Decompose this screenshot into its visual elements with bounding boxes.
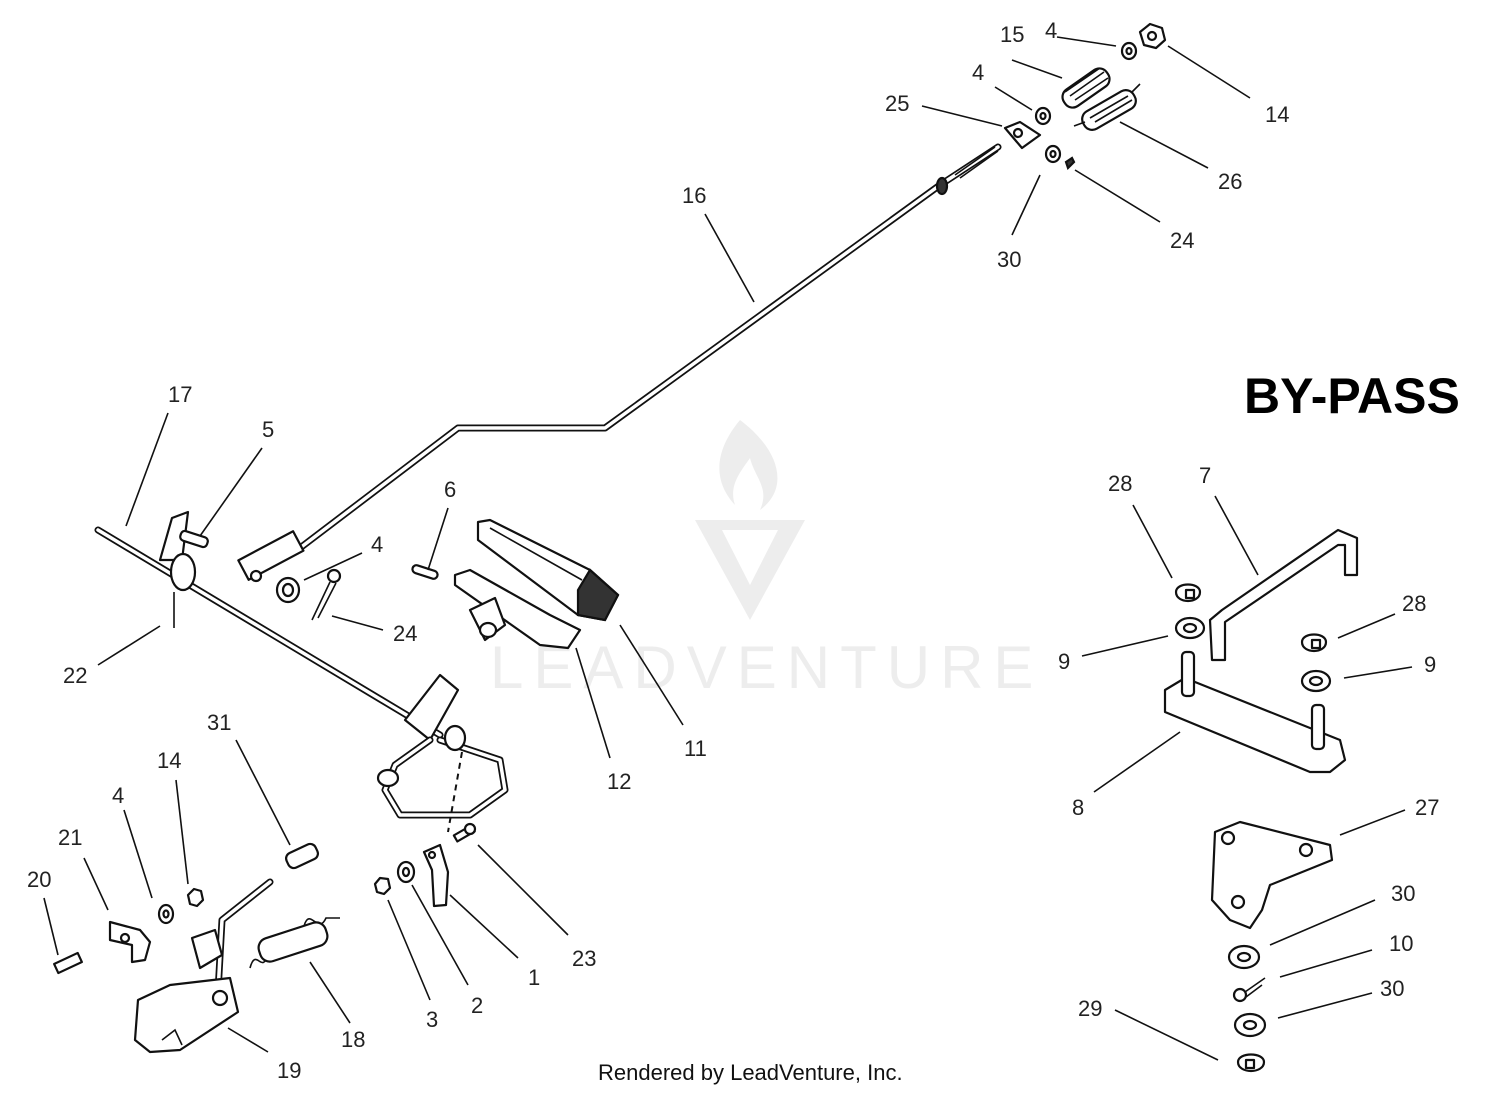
part-bracket-1 [422,843,450,908]
callout-24: 24 [1170,228,1194,253]
part-spacer-31 [284,842,320,870]
callout-24: 24 [393,621,417,646]
callout-6: 6 [444,477,456,502]
callout-20: 20 [27,867,51,892]
part-washer-30-top [1044,144,1062,164]
watermark: LEADVENTURE [490,420,1043,701]
callout-3: 3 [426,1007,438,1032]
callout-1: 1 [528,965,540,990]
callout-8: 8 [1072,795,1084,820]
part-lever-arm [190,878,274,996]
watermark-flame-logo [719,420,778,510]
part-bolt-23 [452,822,477,843]
part-pin-5 [179,529,209,549]
part-pin-6 [411,564,439,580]
part-bypass-rod-7 [1208,528,1359,662]
callout-5: 5 [262,417,274,442]
callout-30: 30 [1391,881,1415,906]
callout-2: 2 [471,993,483,1018]
part-shaft-17 [94,510,444,739]
callout-23: 23 [572,946,596,971]
part-washer-9-left [1174,616,1206,640]
part-washer-30-mid [1227,944,1261,970]
part-washer-2 [396,860,416,884]
bypass-title: BY-PASS [1244,368,1460,424]
callout-10: 10 [1389,931,1413,956]
callout-22: 22 [63,663,87,688]
callout-18: 18 [341,1027,365,1052]
part-rod-16 [237,143,1002,583]
part-bracket-27 [1210,820,1334,930]
part-washer-4-upper [1034,106,1052,126]
part-spring-15 [1061,67,1111,109]
callout-11: 11 [684,736,707,761]
callout-14: 14 [157,748,181,773]
part-pedal-bracket-12 [453,568,582,650]
callout-30: 30 [997,247,1021,272]
part-washer-4-mid [275,576,301,604]
callout-4: 4 [972,60,984,85]
part-pedal-pad-11 [476,518,620,622]
part-hairpin-24-mid [311,568,342,621]
callout-12: 12 [607,769,631,794]
part-hairpin-10 [1232,977,1266,1003]
callout-29: 29 [1078,996,1102,1021]
callout-21: 21 [58,825,82,850]
callout-17: 17 [168,382,192,407]
part-hairpin-24-top [1064,156,1076,171]
part-washer-30-low [1233,1012,1267,1038]
callout-15: 15 [1000,22,1024,47]
callout-28: 28 [1402,591,1426,616]
part-eclip-29 [1236,1053,1266,1073]
callout-labels: 4 15 14 4 25 26 24 30 16 17 5 6 4 24 22 … [27,18,1439,1083]
callout-9: 9 [1424,652,1436,677]
callout-7: 7 [1199,463,1211,488]
callout-16: 16 [682,183,706,208]
part-spring-18 [249,917,340,969]
callout-27: 27 [1415,795,1439,820]
part-nut-14-low [186,887,205,908]
callout-25: 25 [885,91,909,116]
render-credit: Rendered by LeadVenture, Inc. [598,1060,903,1085]
callout-31: 31 [207,710,231,735]
callout-4: 4 [371,532,383,557]
part-plate-19 [133,976,240,1054]
callout-26: 26 [1218,169,1242,194]
watermark-v-logo [695,520,805,620]
leader-lines [43,36,1413,1061]
callout-4: 4 [1045,18,1057,43]
callout-14: 14 [1265,102,1289,127]
part-clip-21 [108,920,152,964]
part-washer-4-low [157,903,175,925]
part-eclip-28-right [1300,633,1328,653]
callout-30: 30 [1380,976,1404,1001]
part-bolt-20 [53,951,83,975]
part-bar-8 [1163,650,1347,774]
part-nut-14-top [1138,22,1167,50]
part-spring-26 [1073,83,1141,131]
callout-9: 9 [1058,649,1070,674]
part-nut-3 [373,876,392,896]
part-washer-4-top [1120,41,1138,61]
part-eclip-28-left [1174,583,1202,603]
callout-19: 19 [277,1058,301,1083]
callout-28: 28 [1108,471,1132,496]
part-washer-9-right [1300,669,1332,693]
watermark-text: LEADVENTURE [490,634,1043,701]
callout-4: 4 [112,783,124,808]
part-pedal-arm [376,673,509,833]
part-block-25 [1003,120,1042,150]
